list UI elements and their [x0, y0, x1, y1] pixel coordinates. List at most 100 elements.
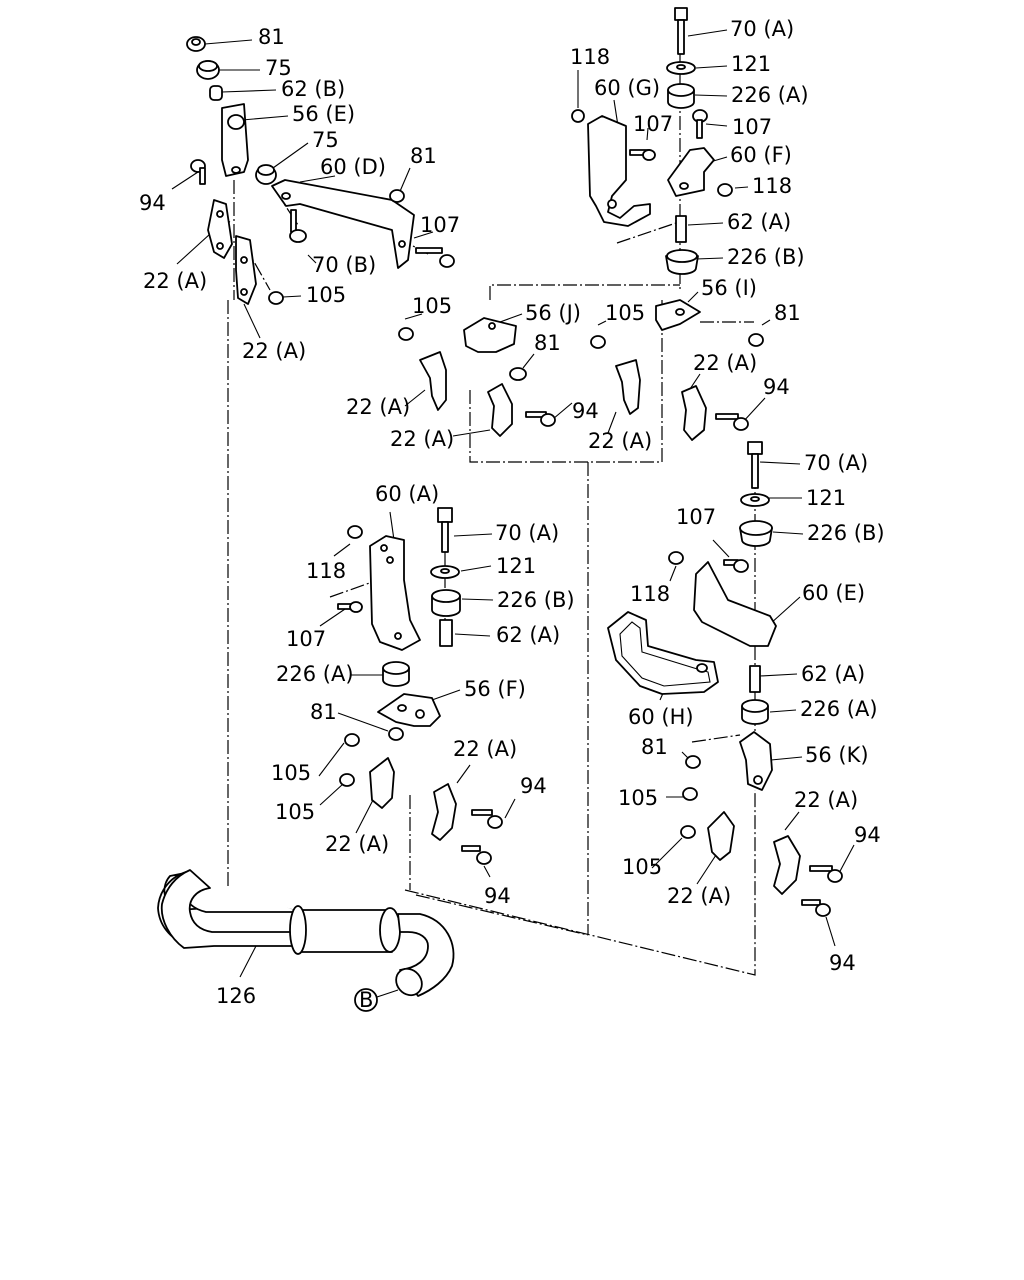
bolt-94-mid-right: [715, 413, 749, 431]
callout-81: 81: [534, 331, 561, 355]
callout-81: 81: [774, 301, 801, 325]
callout-94: 94: [484, 884, 511, 908]
callout-22a: 22 (A): [242, 339, 306, 363]
callout-22a: 22 (A): [667, 884, 731, 908]
callout-226a: 226 (A): [800, 697, 878, 721]
callout-70a: 70 (A): [804, 451, 868, 475]
washer-121-right: [740, 493, 770, 507]
callout-62a: 62 (A): [801, 662, 865, 686]
nut-105-mid-right: [590, 335, 606, 349]
rubber-mount-226b-top: [665, 249, 699, 275]
callout-105: 105: [271, 761, 311, 785]
callout-126: 126: [216, 984, 256, 1008]
callout-105: 105: [622, 855, 662, 879]
nut-105-right-upper: [682, 787, 698, 801]
bolt-94-right-upper: [809, 865, 843, 883]
bracket-56e: [221, 103, 249, 177]
bracket-60g: [587, 115, 651, 227]
nut-118-left-middle: [347, 525, 363, 539]
connector-marker-b: B: [354, 988, 399, 1012]
bolt-70a-left: [437, 507, 453, 553]
nut-105-right-lower: [680, 825, 696, 839]
nut-105-left-upper: [344, 733, 360, 747]
callout-94: 94: [572, 399, 599, 423]
callout-105: 105: [412, 294, 452, 318]
callout-118: 118: [752, 174, 792, 198]
leader-lines: [171, 29, 855, 978]
callout-107: 107: [420, 213, 460, 237]
callout-22a: 22 (A): [390, 427, 454, 451]
callout-56f: 56 (F): [464, 677, 526, 701]
bolt-94-left-upper: [471, 809, 503, 829]
clamp-22a-right-2: [773, 835, 801, 895]
callout-81: 81: [641, 735, 668, 759]
nut-81-60d: [389, 189, 405, 203]
bolt-107-60g: [629, 149, 656, 161]
bracket-56i: [655, 299, 701, 331]
callout-60g: 60 (G): [594, 76, 660, 100]
parts: B: [157, 7, 843, 1012]
callout-labels: 81 75 62 (B) 56 (E) 75 60 (D) 81 94 107 …: [139, 17, 885, 1008]
callout-70a: 70 (A): [730, 17, 794, 41]
callout-107: 107: [286, 627, 326, 651]
bolt-70b: [289, 209, 307, 243]
callout-60e: 60 (E): [802, 581, 865, 605]
rubber-mount-226a-right: [741, 699, 769, 725]
nut-81-top-left: [186, 36, 206, 52]
callout-105: 105: [275, 800, 315, 824]
callout-56j: 56 (J): [525, 301, 581, 325]
nut-118-left-top: [571, 109, 585, 123]
bracket-60h: [607, 611, 719, 695]
clamp-22a-top-left-1: [207, 199, 233, 259]
callout-94: 94: [763, 375, 790, 399]
callout-22a: 22 (A): [346, 395, 410, 419]
callout-22a: 22 (A): [325, 832, 389, 856]
bolt-70a-right: [747, 441, 763, 489]
clamp-22a-mid-4: [681, 385, 707, 441]
bracket-56k: [739, 731, 773, 791]
callout-107: 107: [732, 115, 772, 139]
callout-81: 81: [410, 144, 437, 168]
callout-22a: 22 (A): [693, 351, 757, 375]
nut-81-56f: [388, 727, 404, 741]
callout-81: 81: [310, 700, 337, 724]
clamp-22a-left-1: [369, 757, 395, 809]
callout-22a: 22 (A): [794, 788, 858, 812]
callout-75: 75: [312, 128, 339, 152]
nut-105-top-left: [268, 291, 284, 305]
callout-62a: 62 (A): [727, 210, 791, 234]
bolt-94-right-lower: [801, 899, 831, 917]
callout-56i: 56 (I): [701, 276, 757, 300]
callout-70b: 70 (B): [312, 253, 376, 277]
clamp-22a-mid-2: [487, 383, 513, 437]
callout-60f: 60 (F): [730, 143, 792, 167]
clamp-22a-right-1: [707, 811, 735, 861]
callout-94: 94: [520, 774, 547, 798]
callout-118: 118: [570, 45, 610, 69]
rubber-bushing-75-lower: [255, 164, 277, 185]
bolt-70a-top: [674, 7, 688, 55]
connector-marker-b-label: B: [359, 988, 373, 1012]
callout-22a: 22 (A): [143, 269, 207, 293]
callout-62a: 62 (A): [496, 623, 560, 647]
callout-121: 121: [806, 486, 846, 510]
nut-81-56j: [509, 367, 527, 381]
callout-81: 81: [258, 25, 285, 49]
bolt-94-top-left: [190, 159, 206, 185]
callout-105: 105: [306, 283, 346, 307]
nut-118-right: [668, 551, 684, 565]
collar-62a-left: [439, 619, 453, 647]
bolt-94-left-lower: [461, 845, 492, 865]
callout-60a: 60 (A): [375, 482, 439, 506]
callout-226a: 226 (A): [276, 662, 354, 686]
callout-121: 121: [496, 554, 536, 578]
bracket-56j: [463, 317, 517, 353]
callout-105: 105: [618, 786, 658, 810]
callout-56e: 56 (E): [292, 102, 355, 126]
callout-62b: 62 (B): [281, 77, 345, 101]
clamp-22a-top-left-2: [235, 235, 257, 305]
callout-226a: 226 (A): [731, 83, 809, 107]
bolt-94-mid-left: [525, 411, 556, 427]
nut-105-left-lower: [339, 773, 355, 787]
